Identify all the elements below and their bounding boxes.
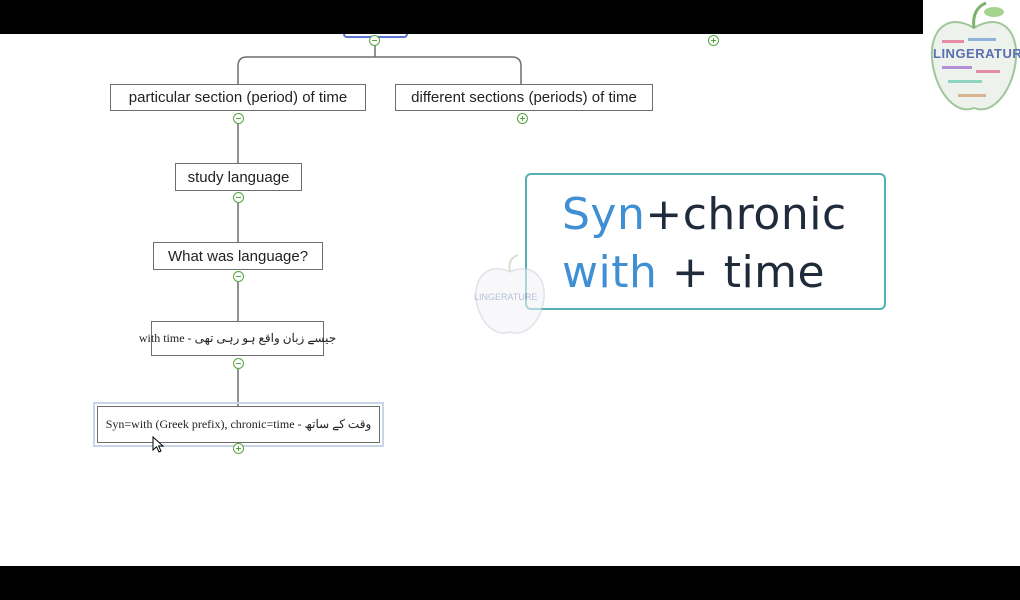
collapse-root-icon[interactable]	[369, 35, 380, 46]
node-particular-label: particular section (period) of time	[128, 89, 348, 106]
top-letterbox	[0, 0, 923, 34]
node-study-label: study language	[187, 168, 290, 186]
expand-offscreen-icon[interactable]	[708, 35, 719, 46]
expand-syn-icon[interactable]	[233, 443, 244, 454]
node-syn-with-time[interactable]: Syn=with (Greek prefix), chronic=time - …	[93, 402, 384, 447]
node-particular-section[interactable]: particular section (period) of time	[110, 84, 366, 111]
collapse-what-icon[interactable]	[233, 271, 244, 282]
callout-chronic: +chronic	[645, 189, 847, 240]
node-what-was-language[interactable]: What was language?	[153, 242, 323, 270]
logo-brand-text: LINGERATURE	[933, 46, 1020, 61]
mouse-pointer-icon	[152, 436, 165, 453]
collapse-with-time-icon[interactable]	[233, 358, 244, 369]
node-what-label: What was language?	[167, 247, 309, 265]
callout-with: with	[562, 247, 658, 298]
expand-different-icon[interactable]	[517, 113, 528, 124]
mindmap-canvas[interactable]: particular section (period) of time diff…	[0, 0, 1020, 566]
node-different-sections[interactable]: different sections (periods) of time	[395, 84, 653, 111]
apple-logo-icon	[930, 1, 1018, 111]
callout-time: + time	[657, 247, 826, 298]
node-with-time[interactable]: with time - جیسے زبان واقع ہو رہی تھی	[139, 321, 336, 356]
callout-line-1: Syn+chronic	[562, 189, 847, 240]
collapse-particular-icon[interactable]	[233, 113, 244, 124]
watermark-logo: LINGERATURE	[470, 254, 550, 340]
lingerature-logo: LINGERATURE	[928, 0, 1020, 118]
callout-line-2: with + time	[562, 247, 825, 298]
connector-branch	[237, 56, 522, 85]
callout-syn: Syn	[562, 189, 646, 240]
node-syn-label: Syn=with (Greek prefix), chronic=time - …	[105, 417, 372, 431]
synchronic-callout: Syn+chronic with + time	[525, 173, 886, 310]
node-different-label: different sections (periods) of time	[411, 89, 637, 106]
collapse-study-icon[interactable]	[233, 192, 244, 203]
apple-watermark-icon	[475, 254, 545, 334]
connectors	[237, 36, 522, 406]
bottom-letterbox	[0, 566, 1020, 600]
watermark-text: LINGERATURE	[474, 292, 538, 302]
node-study-language[interactable]: study language	[175, 163, 302, 191]
node-with-time-label: with time - جیسے زبان واقع ہو رہی تھی	[138, 331, 337, 345]
